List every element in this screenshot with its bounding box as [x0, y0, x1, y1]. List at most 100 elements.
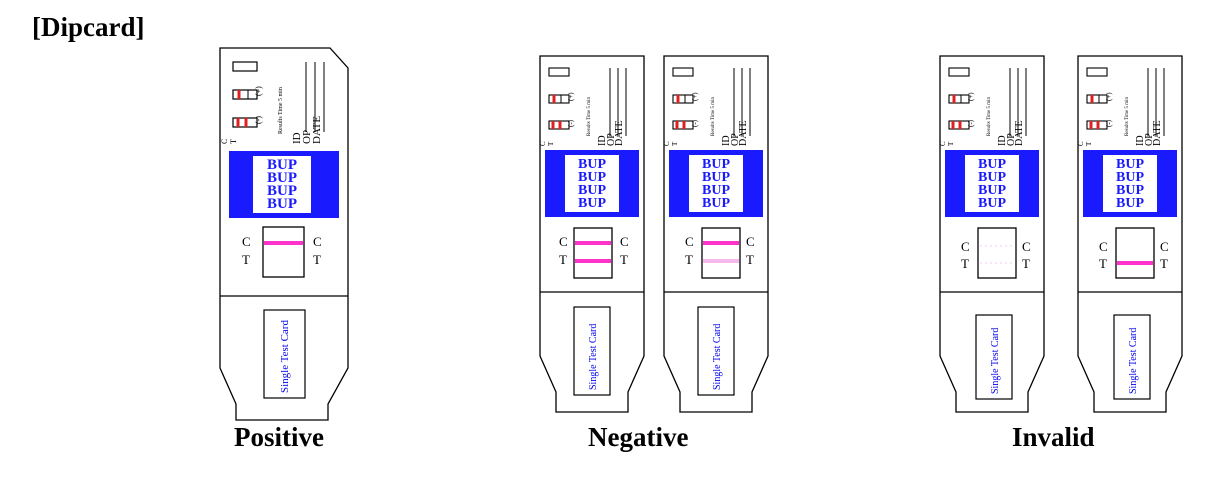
legend-box-top	[232, 61, 258, 72]
drug-name: BUP	[1116, 196, 1144, 211]
legend-box-top	[672, 67, 694, 77]
control-line	[575, 241, 611, 245]
control-line	[264, 241, 303, 245]
c-label-right: C	[620, 234, 629, 249]
drug-label-panel	[565, 155, 619, 212]
t-label-right: T	[746, 252, 754, 267]
drug-name: BUP	[578, 157, 606, 172]
c-label-right: C	[313, 234, 322, 249]
dipcard-negative-2: (+) (-) C T Results Time 5 min ID OP DAT…	[663, 55, 769, 413]
legend-box-top	[548, 67, 570, 77]
drug-name: BUP	[578, 170, 606, 185]
handle-label-box	[975, 314, 1013, 400]
legend-minus: (-)	[691, 119, 699, 127]
legend-plus: (+)	[691, 92, 699, 101]
drug-name: BUP	[1116, 183, 1144, 198]
c-label-left: C	[242, 234, 251, 249]
drug-name: BUP	[578, 196, 606, 211]
legend-box-mid	[948, 94, 970, 104]
handle-label-box	[697, 306, 735, 396]
legend-c-label: C	[663, 141, 671, 146]
t-label-right: T	[1022, 256, 1030, 271]
drug-name: BUP	[702, 157, 730, 172]
c-label-right: C	[1022, 239, 1031, 254]
drug-name: BUP	[978, 183, 1006, 198]
dipcard-negative-1: (+) (-) C T Results Time 5 min ID OP DAT…	[539, 55, 645, 413]
dipcard-heading: [Dipcard]	[32, 12, 145, 42]
test-line	[575, 259, 611, 263]
date-label: DATE	[1152, 120, 1163, 146]
handle-label-box	[1113, 314, 1151, 400]
side-text: Results Time 5 min	[987, 96, 992, 136]
c-label-left: C	[961, 239, 970, 254]
op-label: OP	[606, 133, 617, 146]
legend-box-mid	[232, 89, 258, 100]
control-line	[703, 241, 739, 245]
card-svg: (+) (-) C T Results Time 5 min ID OP DAT…	[219, 47, 349, 421]
test-line	[1117, 261, 1153, 265]
t-label-right: T	[620, 252, 628, 267]
drug-name: BUP	[978, 170, 1006, 185]
drug-name: BUP	[1116, 157, 1144, 172]
t-label-left: T	[685, 252, 693, 267]
date-label: DATE	[311, 116, 323, 144]
op-label: OP	[1144, 133, 1155, 146]
drug-name: BUP	[978, 196, 1006, 211]
dipcard-positive: (+) (-) C T Results Time 5 min ID OP DAT…	[219, 47, 349, 421]
t-label-left: T	[559, 252, 567, 267]
drug-label-panel	[689, 155, 743, 212]
drug-name: BUP	[702, 170, 730, 185]
dipcard-invalid-2: (+) (-) C T Results Time 5 min ID OP DAT…	[1077, 55, 1183, 413]
legend-c-label: C	[539, 141, 547, 146]
legend-minus: (-)	[1105, 119, 1113, 127]
id-label: ID	[997, 135, 1008, 146]
legend-t-label: T	[1085, 141, 1093, 146]
id-label: ID	[597, 135, 608, 146]
drug-label-panel	[965, 155, 1019, 212]
id-label: ID	[291, 132, 303, 144]
legend-plus: (+)	[567, 92, 575, 101]
legend-c-label: C	[1077, 141, 1085, 146]
op-label: OP	[301, 130, 313, 144]
c-label-right: C	[746, 234, 755, 249]
handle-label-box	[573, 306, 611, 396]
result-window	[262, 226, 305, 278]
c-label-left: C	[1099, 239, 1108, 254]
drug-name: BUP	[1116, 170, 1144, 185]
result-window	[977, 227, 1017, 279]
c-label-left: C	[685, 234, 694, 249]
id-label: ID	[721, 135, 732, 146]
legend-c-label: C	[939, 141, 947, 146]
legend-c-label: C	[220, 139, 229, 144]
drug-name: BUP	[702, 183, 730, 198]
result-window	[701, 227, 741, 279]
legend-box-mid	[672, 94, 694, 104]
legend-box-mid	[548, 94, 570, 104]
legend-t-label: T	[947, 141, 955, 146]
date-label: DATE	[738, 120, 749, 146]
side-text: Results Time 5 min	[587, 96, 592, 136]
card-svg: (+) (-) C T Results Time 5 min ID OP DAT…	[939, 55, 1045, 413]
t-label-left: T	[961, 256, 969, 271]
legend-minus: (-)	[254, 116, 263, 124]
handle-label-box	[263, 309, 306, 399]
caption-invalid: Invalid	[1012, 422, 1095, 452]
t-label-left: T	[1099, 256, 1107, 271]
id-label: ID	[1135, 135, 1146, 146]
drug-name: BUP	[578, 183, 606, 198]
drug-label-panel	[253, 156, 311, 213]
t-label-right: T	[313, 252, 321, 267]
caption-negative: Negative	[588, 422, 689, 452]
side-text: Results Time 5 min	[1125, 96, 1130, 136]
side-text: Results Time 5 min	[711, 96, 716, 136]
drug-name: BUP	[978, 157, 1006, 172]
handle-label: Single Test Card	[279, 320, 291, 393]
drug-name: BUP	[267, 157, 297, 173]
c-label-right: C	[1160, 239, 1169, 254]
result-window	[1115, 227, 1155, 279]
legend-box-top	[948, 67, 970, 77]
drug-label-panel	[1103, 155, 1157, 212]
legend-t-label: T	[547, 141, 555, 146]
card-svg: (+) (-) C T Results Time 5 min ID OP DAT…	[663, 55, 769, 413]
t-label-left: T	[242, 252, 250, 267]
